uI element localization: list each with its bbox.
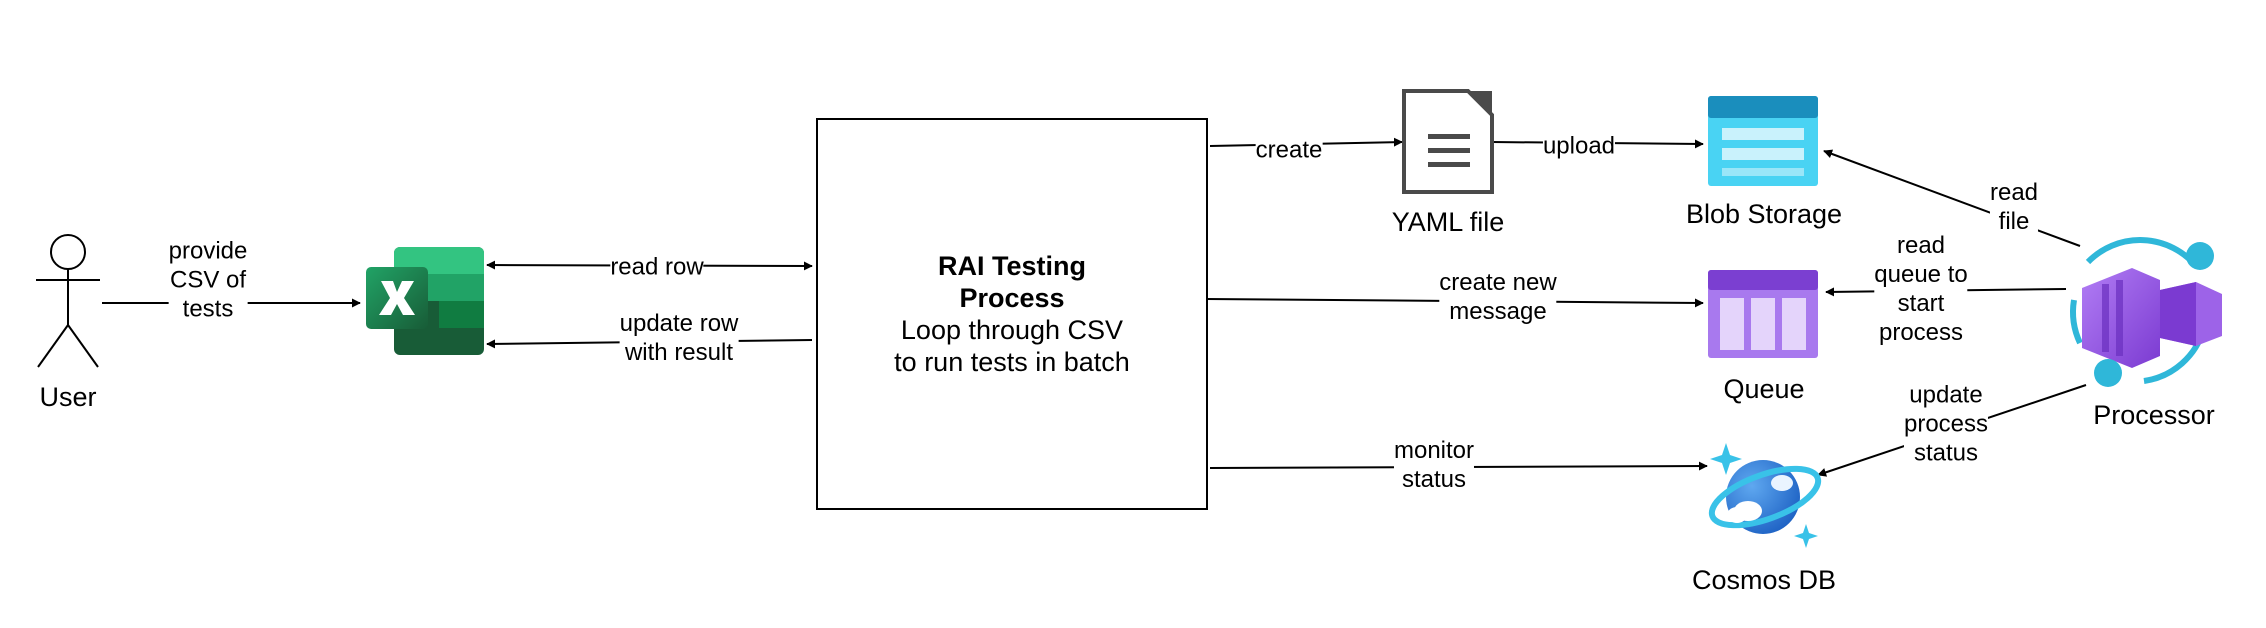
queue-label: Queue xyxy=(1723,374,1805,404)
cosmos-db-icon xyxy=(1708,443,1822,548)
storage-icon xyxy=(1708,96,1818,186)
yaml-file-label: YAML file xyxy=(1391,207,1505,237)
user-label: User xyxy=(39,382,97,412)
processor-icon xyxy=(2070,237,2222,387)
blob-storage-label: Blob Storage xyxy=(1685,199,1843,229)
edge-label-upload: upload xyxy=(1542,131,1616,161)
document-icon xyxy=(1402,89,1494,194)
process-title-line1: RAI Testing xyxy=(937,251,1086,281)
process-title-line2: Process xyxy=(959,283,1065,313)
processor-label: Processor xyxy=(2093,400,2215,430)
edge-label-create: create xyxy=(1255,135,1323,165)
excel-icon xyxy=(366,247,484,355)
cosmos-db-label: Cosmos DB xyxy=(1691,565,1837,595)
process-box: RAI Testing Process Loop through CSV to … xyxy=(816,118,1208,510)
process-desc-line2: to run tests in batch xyxy=(894,347,1130,377)
queue-icon xyxy=(1708,270,1818,358)
stick-figure-icon xyxy=(36,234,100,368)
edge-label-read-row: read row xyxy=(610,252,704,282)
process-desc-line1: Loop through CSV xyxy=(900,315,1124,345)
